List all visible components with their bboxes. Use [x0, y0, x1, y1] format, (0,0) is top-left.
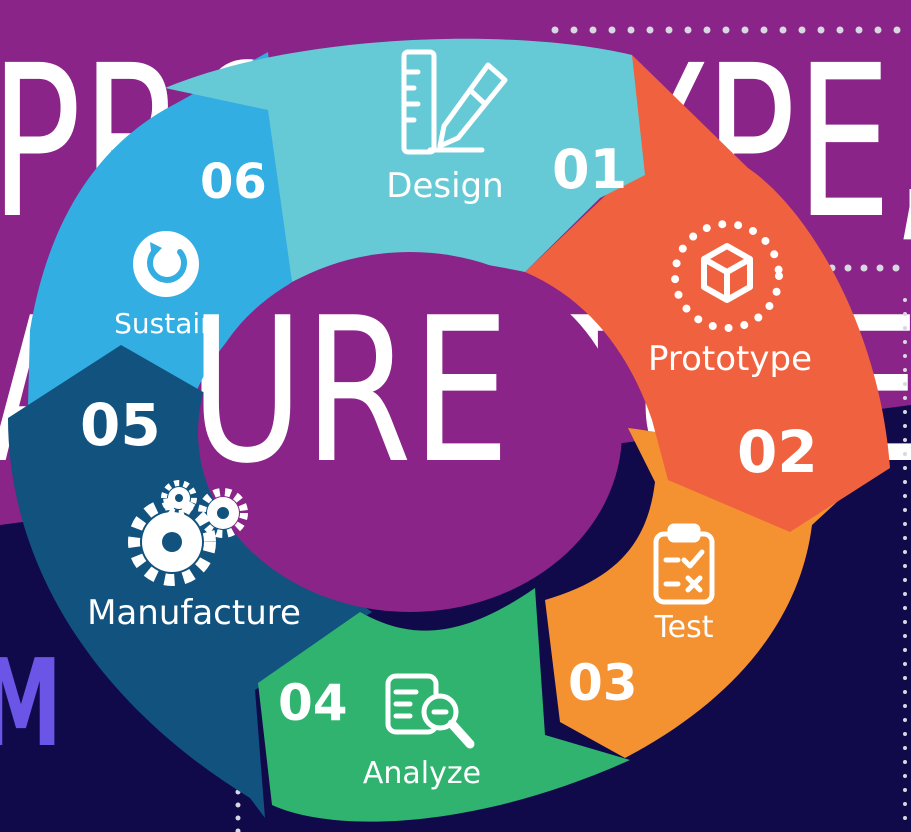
- step-02-prototype: Prototype 02: [648, 220, 818, 486]
- step-01-number: 01: [552, 138, 627, 201]
- step-05-label: Manufacture: [87, 593, 301, 633]
- segment-shape-06: [28, 52, 292, 405]
- step-06-sustain: Sustain 06: [114, 154, 267, 340]
- cycle-center: [198, 252, 622, 612]
- background-letter-m: M: [0, 635, 62, 774]
- step-03-test: Test 03: [568, 523, 715, 712]
- magnifier-doc-icon: [385, 673, 475, 749]
- step-03-label: Test: [653, 610, 713, 645]
- clipboard-icon: [653, 523, 715, 605]
- step-05-manufacture: Manufacture 05: [80, 391, 301, 633]
- step-05-number: 05: [80, 391, 161, 459]
- gears-icon: [128, 480, 248, 586]
- segment-shape-02: [525, 55, 890, 532]
- step-06-label: Sustain: [114, 307, 218, 340]
- step-04-analyze: Analyze 04: [278, 673, 481, 791]
- step-01-label: Design: [386, 166, 503, 206]
- step-03-number: 03: [568, 654, 638, 712]
- segment-shape-01: [165, 38, 645, 283]
- step-04-number: 04: [278, 674, 348, 732]
- step-02-label: Prototype: [648, 339, 812, 379]
- ruler-pencil-icon: [401, 49, 508, 155]
- refresh-icon: [133, 231, 199, 297]
- step-01-design: Design 01: [386, 49, 627, 206]
- step-06-number: 06: [200, 154, 267, 210]
- step-04-label: Analyze: [363, 756, 481, 791]
- cube-icon: [671, 220, 783, 332]
- center-overlay-text: URE: [190, 275, 510, 508]
- step-02-number: 02: [737, 418, 818, 486]
